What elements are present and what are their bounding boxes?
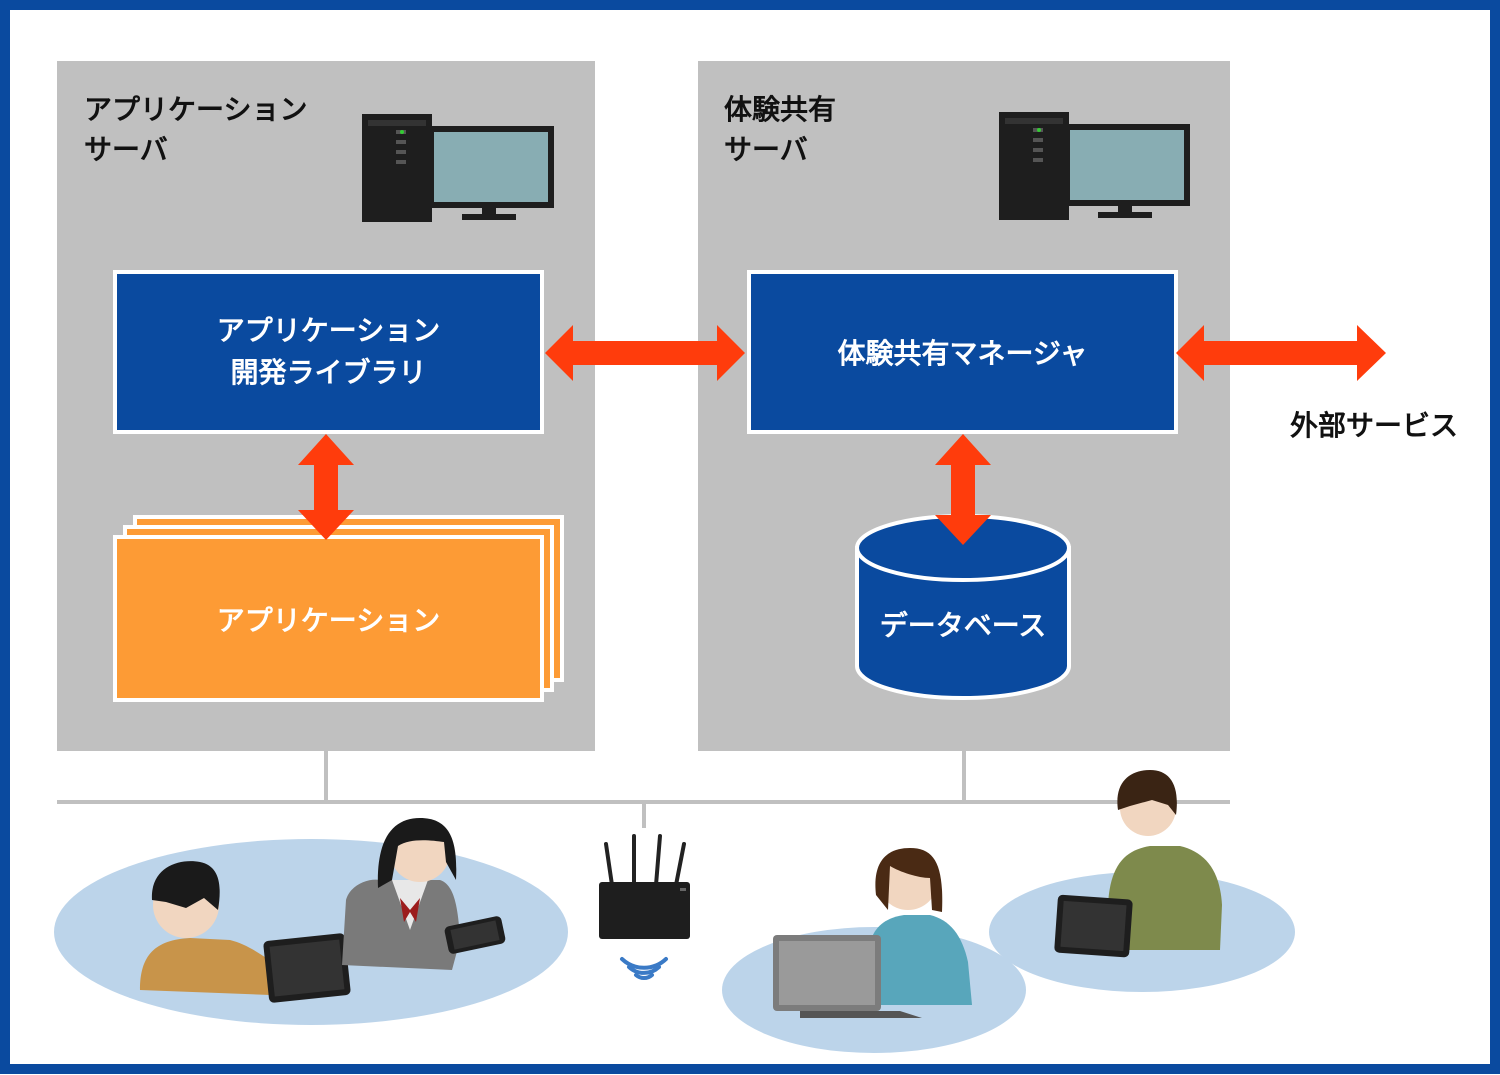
share-server-title: 体験共有 サーバ xyxy=(724,93,837,166)
application-label: アプリケーション xyxy=(216,603,441,637)
arrow-library-application xyxy=(298,434,354,540)
laptop-icon xyxy=(773,935,922,1018)
person-icon xyxy=(140,861,278,995)
database-label: データベース xyxy=(879,609,1047,642)
desktop-computer-icon xyxy=(999,112,1190,220)
manager-box xyxy=(747,270,1178,434)
desktop-computer-icon xyxy=(362,114,554,222)
application-stack xyxy=(113,515,564,702)
app-server-title: アプリケーション サーバ xyxy=(84,93,308,166)
arrow-library-manager xyxy=(545,325,745,381)
external-service-label: 外部サービス xyxy=(1290,409,1459,442)
library-label: アプリケーション 開発ライブラリ xyxy=(216,314,441,389)
manager-label: 体験共有マネージャ xyxy=(837,337,1088,370)
person-icon xyxy=(868,848,972,1005)
network-lines xyxy=(57,751,1230,828)
tablet-icon xyxy=(263,933,351,1003)
tablet-icon xyxy=(444,916,506,954)
application-box xyxy=(113,535,544,702)
tablet-icon xyxy=(1054,894,1133,958)
arrow-manager-external xyxy=(1176,325,1386,381)
arrows xyxy=(298,325,1386,545)
wifi-router-icon xyxy=(599,834,690,939)
person-icon xyxy=(342,818,460,970)
wifi-signal-icon xyxy=(620,957,668,980)
library-box xyxy=(113,270,544,434)
person-icon xyxy=(1108,770,1222,950)
arrow-manager-database xyxy=(935,434,991,545)
